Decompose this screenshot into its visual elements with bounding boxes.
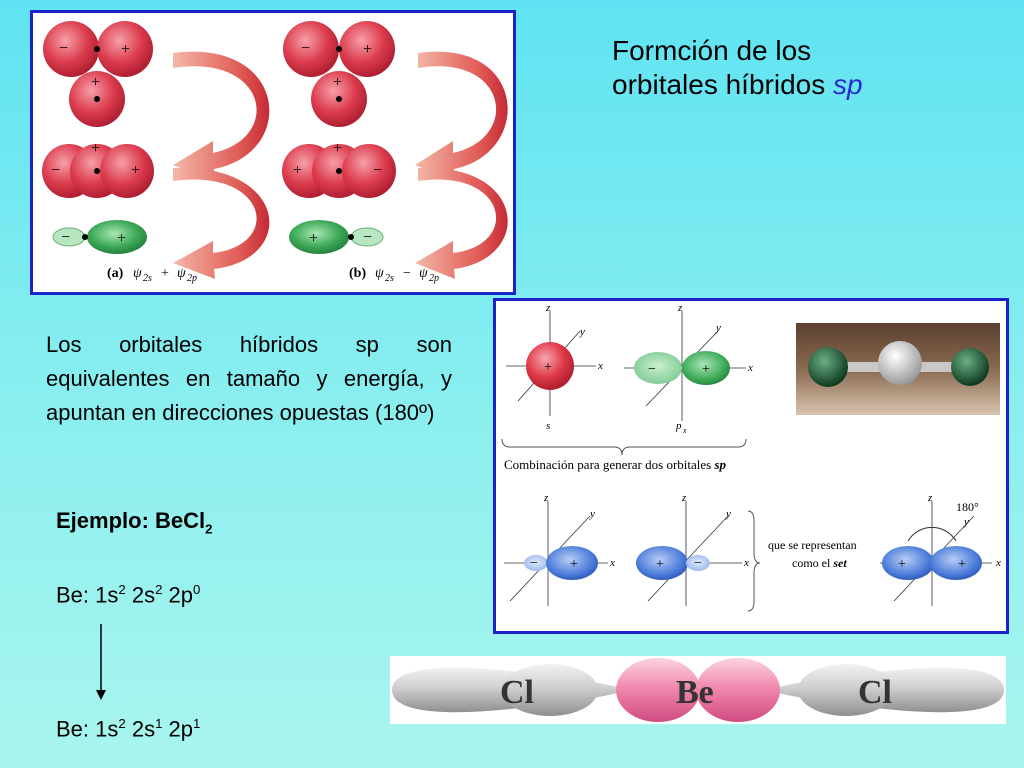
svg-text:ψ: ψ bbox=[177, 266, 186, 281]
svg-text:y: y bbox=[589, 508, 595, 520]
svg-text:x: x bbox=[609, 557, 615, 569]
svg-text:+: + bbox=[161, 266, 169, 281]
cl-left-label: Cl bbox=[500, 674, 534, 711]
orbital-combination-figure: −+ + +−+ −+ −+ + ++− +− (a) ψ 2s + ψ 2p … bbox=[30, 10, 516, 295]
be-label: Be bbox=[676, 674, 714, 711]
svg-text:−: − bbox=[694, 556, 702, 571]
svg-text:+: + bbox=[570, 557, 578, 572]
svg-text:+: + bbox=[544, 360, 552, 375]
label-b: (b) bbox=[349, 266, 366, 281]
orbital-combination-svg: −+ + +−+ −+ −+ + ++− +− (a) ψ 2s + ψ 2p … bbox=[42, 21, 508, 284]
svg-text:z: z bbox=[681, 492, 687, 504]
svg-text:ψ: ψ bbox=[375, 266, 384, 281]
be-right-lobe bbox=[696, 658, 780, 722]
svg-text:y: y bbox=[963, 516, 969, 528]
svg-text:s: s bbox=[546, 420, 550, 432]
svg-text:+: + bbox=[333, 74, 342, 91]
svg-text:+: + bbox=[958, 557, 966, 572]
svg-text:ψ: ψ bbox=[419, 266, 428, 281]
svg-text:2s: 2s bbox=[143, 273, 152, 284]
svg-text:+: + bbox=[91, 74, 100, 91]
svg-text:ψ: ψ bbox=[133, 266, 142, 281]
be-left-lobe bbox=[616, 658, 700, 722]
px-orbital-neg-lobe bbox=[634, 352, 682, 384]
svg-text:+: + bbox=[121, 41, 130, 58]
becl2-molecule-strip: Cl Be Cl bbox=[390, 656, 1006, 724]
svg-text:−: − bbox=[51, 162, 60, 179]
sp-hybrid-2 bbox=[636, 546, 688, 580]
arrow-a-1 bbox=[173, 51, 270, 182]
sp-hybrid-1 bbox=[546, 546, 598, 580]
svg-text:y: y bbox=[579, 326, 585, 338]
svg-text:+: + bbox=[898, 557, 906, 572]
arrow-a-2 bbox=[173, 167, 270, 279]
svg-text:x: x bbox=[597, 360, 603, 372]
title-sp: sp bbox=[833, 69, 863, 100]
title-line-2: orbitales híbridos sp bbox=[612, 68, 863, 102]
svg-text:y: y bbox=[715, 322, 721, 334]
svg-text:−: − bbox=[61, 229, 70, 246]
cl-right-label: Cl bbox=[858, 674, 892, 711]
svg-text:z: z bbox=[677, 302, 683, 314]
down-arrow bbox=[96, 624, 106, 700]
orbital-a-top-left bbox=[43, 21, 99, 77]
example-label: Ejemplo: BeCl2 bbox=[56, 508, 213, 537]
svg-text:−: − bbox=[648, 362, 656, 377]
svg-text:+: + bbox=[309, 230, 318, 247]
svg-text:−: − bbox=[403, 266, 411, 281]
svg-text:z: z bbox=[543, 492, 549, 504]
px-orbital-pos-lobe bbox=[682, 351, 730, 385]
electron-config-ground: Be: 1s2 2s2 2p0 bbox=[56, 582, 201, 608]
bottom-brace bbox=[747, 510, 761, 612]
orbital-a-top-right bbox=[97, 21, 153, 77]
angle-label: 180° bbox=[956, 500, 979, 514]
svg-text:x: x bbox=[682, 426, 687, 435]
svg-text:+: + bbox=[333, 140, 342, 157]
arrow-b-2 bbox=[415, 167, 508, 279]
slide-title: Formción de los orbitales híbridos sp bbox=[612, 34, 863, 102]
svg-text:−: − bbox=[301, 40, 310, 57]
combination-brace bbox=[501, 438, 747, 456]
svg-text:+: + bbox=[363, 41, 372, 58]
electron-config-excited: Be: 1s2 2s1 2p1 bbox=[56, 716, 201, 742]
title-line-2-text: orbitales híbridos bbox=[612, 69, 834, 100]
represent-line-1: que se representan bbox=[768, 538, 857, 552]
svg-text:+: + bbox=[293, 162, 302, 179]
represent-line-2: como el set bbox=[792, 556, 847, 570]
svg-text:+: + bbox=[702, 362, 710, 377]
svg-text:p: p bbox=[675, 420, 682, 432]
svg-text:x: x bbox=[747, 362, 753, 374]
description-paragraph: Los orbitales híbridos sp son equivalent… bbox=[46, 332, 452, 425]
svg-text:2s: 2s bbox=[385, 273, 394, 284]
combination-caption: Combinación para generar dos orbitales s… bbox=[504, 457, 727, 472]
svg-text:−: − bbox=[59, 40, 68, 57]
svg-text:z: z bbox=[927, 492, 933, 504]
svg-text:−: − bbox=[363, 229, 372, 246]
svg-text:+: + bbox=[656, 557, 664, 572]
svg-text:−: − bbox=[530, 556, 538, 571]
title-line-1: Formción de los bbox=[612, 35, 812, 66]
svg-text:+: + bbox=[131, 162, 140, 179]
svg-text:z: z bbox=[545, 302, 551, 314]
label-a: (a) bbox=[107, 266, 124, 281]
svg-text:y: y bbox=[725, 508, 731, 520]
svg-text:2p: 2p bbox=[429, 273, 439, 284]
svg-text:2p: 2p bbox=[187, 273, 197, 284]
svg-text:x: x bbox=[743, 557, 749, 569]
svg-text:x: x bbox=[995, 557, 1001, 569]
svg-text:−: − bbox=[373, 162, 382, 179]
arrow-b-1 bbox=[415, 51, 508, 182]
s-orbital bbox=[526, 342, 574, 390]
svg-text:+: + bbox=[117, 230, 126, 247]
svg-text:+: + bbox=[91, 140, 100, 157]
